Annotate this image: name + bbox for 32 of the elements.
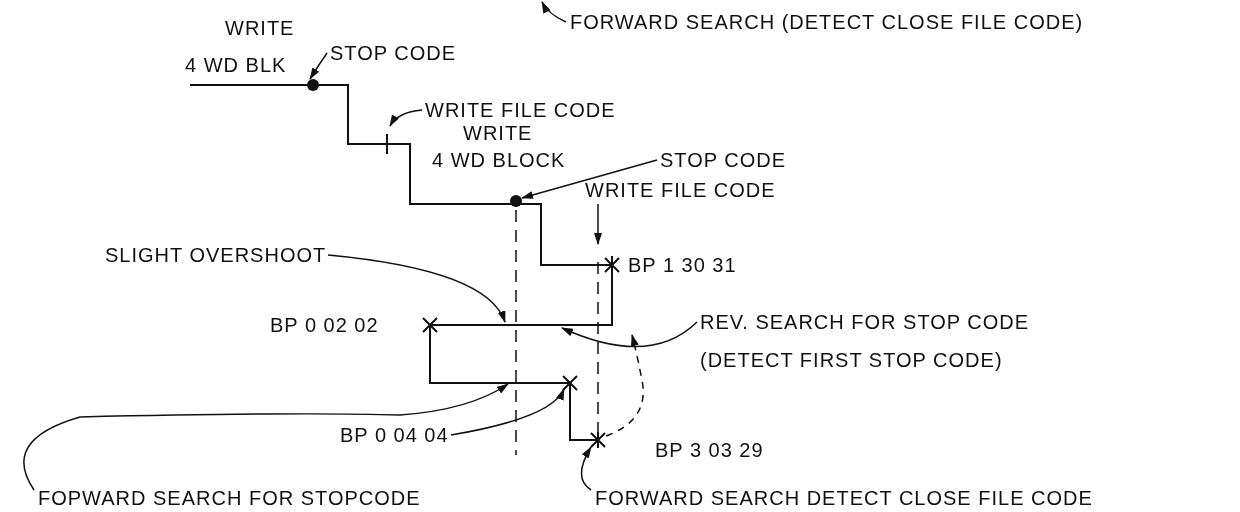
annotation-text: STOP CODE — [330, 41, 457, 65]
annotation-text: FORWARD SEARCH DETECT CLOSE FILE CODE — [595, 486, 1093, 510]
position-cross-mark — [562, 375, 578, 391]
annotation-text: WRITE FILE CODE — [585, 178, 776, 202]
leader-line — [450, 388, 565, 436]
annotation-text: BP 1 30 31 — [628, 253, 737, 277]
annotation-text: REV. SEARCH FOR STOP CODE (DETECT FIRST STOP CODE) — [700, 303, 1080, 379]
leader-line — [521, 159, 658, 199]
leader-line — [23, 383, 509, 491]
annotation-text: FORWARD SEARCH (DETECT CLOSE FILE CODE) — [570, 10, 1084, 34]
position-cross-mark — [590, 432, 606, 448]
annotation-text: WRITE — [463, 121, 533, 145]
leader-line — [389, 109, 423, 127]
leader-line — [327, 254, 506, 323]
annotation-text: WRITE FILE CODE — [425, 98, 616, 122]
annotation-text: 4 WD BLOCK — [432, 148, 566, 172]
leader-line — [594, 203, 602, 245]
stop-code-dot — [510, 195, 522, 207]
annotation-text: BP 0 02 02 — [270, 313, 379, 337]
annotation-text: 4 WD BLK — [185, 53, 287, 77]
leader-line — [561, 321, 698, 348]
leader-line — [580, 446, 592, 491]
leader-line — [309, 52, 328, 80]
annotation-text: FOPWARD SEARCH FOR STOPCODE — [38, 486, 421, 510]
annotation-text: BP 3 03 29 — [655, 438, 764, 462]
leader-line — [605, 334, 644, 437]
annotation-text: STOP CODE — [660, 148, 787, 172]
annotation-text: BP 0 04 04 — [340, 423, 449, 447]
annotation-text: SLIGHT OVERSHOOT — [105, 243, 327, 267]
annotation-text: WRITE — [225, 16, 295, 40]
stop-code-dot — [307, 79, 319, 91]
leader-line — [541, 1, 567, 23]
